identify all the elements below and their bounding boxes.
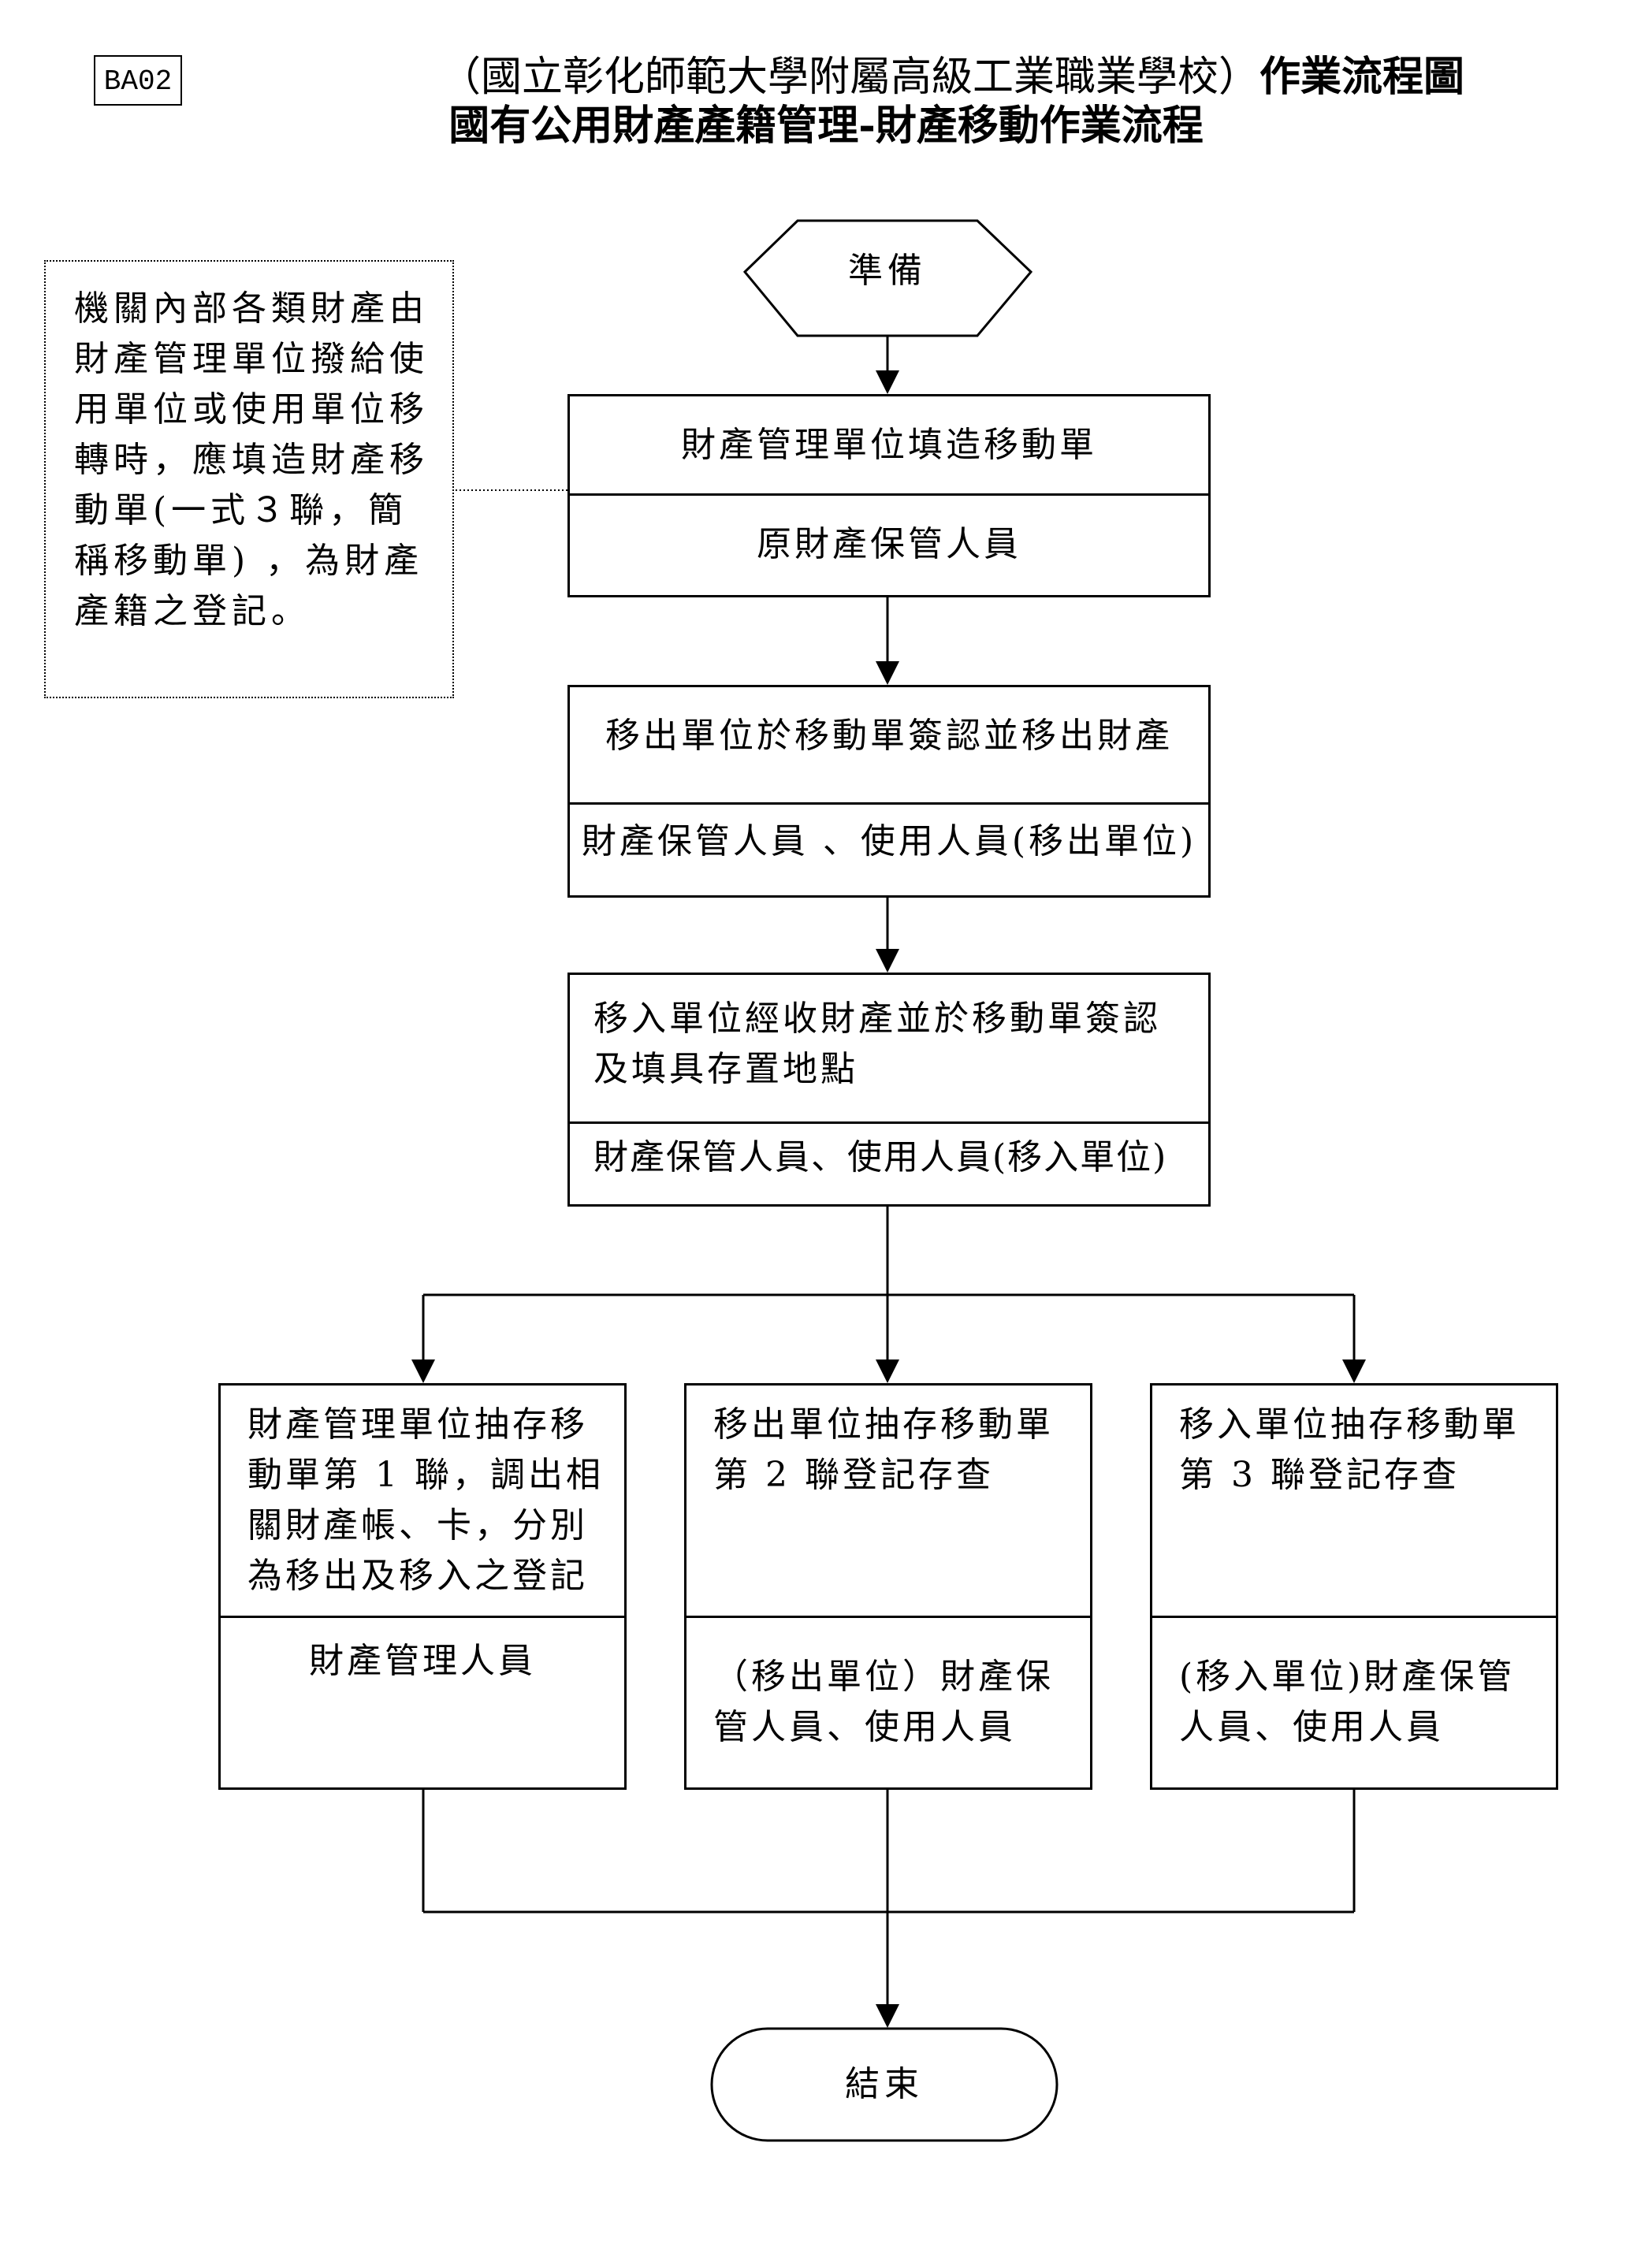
step2-divider: [570, 802, 1208, 805]
end-label: 結束: [845, 2064, 924, 2104]
step3-role: 財產保管人員、使用人員(移入單位): [593, 1137, 1168, 1177]
description-note: 機關內部各類財產由財產管理單位撥給使用單位或使用單位移轉時，應填造財產移動單(一…: [44, 260, 454, 698]
branch-property-management: 財產管理單位抽存移動單第 1 聯，調出相關財產帳、卡，分別為移出及移入之登記 財…: [218, 1383, 627, 1790]
step3-divider: [570, 1121, 1208, 1124]
branch-left-task: 財產管理單位抽存移動單第 1 聯，調出相關財產帳、卡，分別為移出及移入之登記: [247, 1404, 604, 1596]
step-transfer-out: 移出單位於移動單簽認並移出財產 財產保管人員 、使用人員(移出單位): [567, 685, 1211, 898]
step1-divider: [570, 493, 1208, 496]
end-terminal-shape: [710, 2027, 1059, 2142]
page-title-line2: 國有公用財產產籍管理-財產移動作業流程: [448, 102, 1204, 150]
branch-right-task: 移入單位抽存移動單第 3 聯登記存查: [1179, 1404, 1520, 1495]
document-code: BA02: [94, 55, 182, 106]
branch-middle-role: （移出單位）財產保管人員、使用人員: [713, 1657, 1054, 1747]
branch-transfer-in-unit: 移入單位抽存移動單第 3 聯登記存查 (移入單位)財產保管人員、使用人員: [1150, 1383, 1558, 1790]
branch-middle-divider: [686, 1616, 1090, 1618]
branch-middle-task: 移出單位抽存移動單第 2 聯登記存查: [713, 1404, 1054, 1495]
branch-left-role: 財產管理人員: [309, 1641, 536, 1681]
branch-right-divider: [1152, 1616, 1556, 1618]
page-title-line1: （國立彰化師範大學附屬高級工業職業學校）作業流程圖: [126, 52, 1652, 102]
step2-task: 移出單位於移動單簽認並移出財產: [605, 716, 1173, 756]
step-fill-transfer-form: 財產管理單位填造移動單 原財產保管人員: [567, 394, 1211, 597]
document-type: 作業流程圖: [1259, 53, 1465, 101]
institution-name: （國立彰化師範大學附屬高級工業職業學校）: [439, 54, 1259, 101]
branch-left-divider: [221, 1616, 624, 1618]
branch-right-role: (移入單位)財產保管人員、使用人員: [1179, 1657, 1516, 1747]
step1-task: 財產管理單位填造移動單: [681, 425, 1097, 465]
step1-role: 原財產保管人員: [757, 524, 1021, 564]
step2-role: 財產保管人員 、使用人員(移出單位): [581, 821, 1197, 861]
branch-transfer-out-unit: 移出單位抽存移動單第 2 聯登記存查 （移出單位）財產保管人員、使用人員: [684, 1383, 1092, 1790]
step-transfer-in: 移入單位經收財產並於移動單簽認及填具存置地點 財產保管人員、使用人員(移入單位): [567, 973, 1211, 1207]
step3-task: 移入單位經收財產並於移動單簽認及填具存置地點: [593, 999, 1161, 1089]
start-terminal-shape: [742, 219, 1033, 337]
start-label: 準備: [848, 251, 927, 291]
